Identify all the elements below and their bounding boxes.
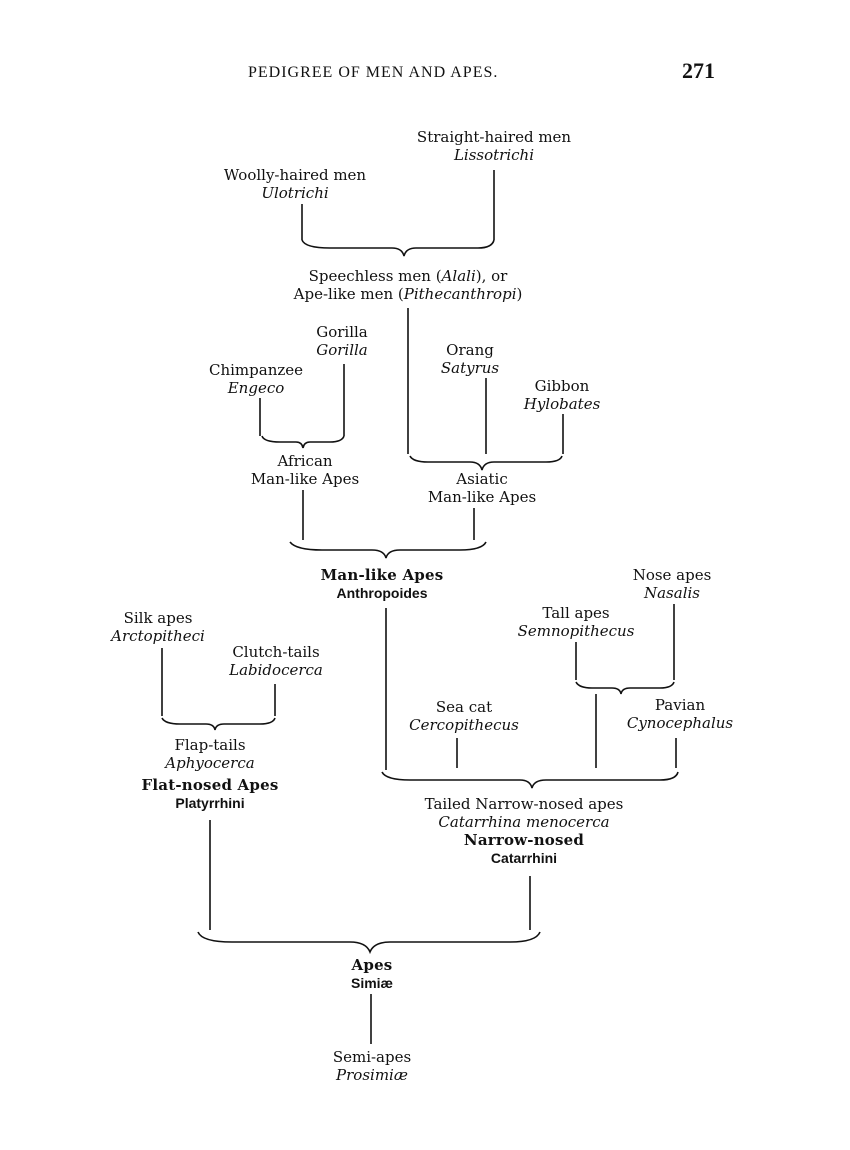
brace-nose-tall: [575, 681, 675, 695]
brace-humans: [301, 239, 495, 257]
node-sea-cat: Sea cat Cercopithecus: [409, 698, 519, 734]
node-gorilla: Gorilla Gorilla: [316, 323, 368, 359]
node-clutch-tails: Clutch-tails Labidocerca: [229, 643, 323, 679]
node-silk-apes: Silk apes Arctopitheci: [111, 609, 205, 645]
node-latin: Nasalis: [643, 584, 700, 602]
node-orang: Orang Satyrus: [441, 341, 499, 377]
node-nose-apes: Nose apes Nasalis: [633, 566, 712, 602]
speechless-line1-pre: Speechless men (: [308, 267, 442, 285]
node-group-name: Catarrhini: [490, 850, 558, 866]
node-name: Gorilla: [316, 323, 368, 341]
node-name: Pavian: [654, 696, 706, 714]
node-gothic-name: Flat-nosed Apes: [141, 776, 279, 794]
node-latin: Satyrus: [440, 359, 500, 377]
brace-asiatic: [409, 455, 563, 471]
speechless-line1-post: ), or: [475, 267, 508, 285]
node-african-man-like-apes: African Man-like Apes: [251, 452, 359, 488]
node-chimpanzee: Chimpanzee Engeco: [209, 361, 303, 397]
speechless-line2-post: ): [516, 285, 523, 303]
node-latin: Semnopithecus: [517, 622, 635, 640]
speechless-line2-pre: Ape-like men (: [293, 285, 404, 303]
node-group-name: Simiæ: [350, 975, 394, 991]
node-line2: Man-like Apes: [250, 470, 360, 488]
node-name: Tall apes: [542, 604, 610, 622]
node-group-name: Platyrrhini: [175, 795, 245, 811]
speechless-line1-latin: Alali: [441, 267, 476, 285]
node-latin: Catarrhina menocerca: [438, 813, 610, 831]
node-name: Clutch-tails: [232, 643, 320, 661]
node-latin: Cercopithecus: [409, 716, 519, 734]
node-flap-tails-platyrrhini: Flap-tails Aphyocerca Flat-nosed Apes Pl…: [142, 736, 279, 812]
node-name: Straight-haired men: [416, 128, 572, 146]
node-latin: Prosimiæ: [336, 1066, 408, 1084]
node-group-name: Anthropoides: [336, 585, 428, 601]
node-name: Semi-apes: [332, 1048, 412, 1066]
node-asiatic-man-like-apes: Asiatic Man-like Apes: [428, 470, 536, 506]
node-name: Tailed Narrow-nosed apes: [424, 795, 624, 813]
node-anthropoides: Man-like Apes Anthropoides: [321, 566, 444, 602]
node-name: Orang: [446, 341, 494, 359]
node-name: Silk apes: [123, 609, 193, 627]
speechless-line2-latin: Pithecanthropi: [403, 285, 517, 303]
node-gibbon: Gibbon Hylobates: [524, 377, 601, 413]
brace-flap-tails: [161, 717, 276, 731]
brace-apes: [197, 931, 541, 955]
running-header-title: PEDIGREE OF MEN AND APES.: [248, 64, 499, 81]
node-woolly-haired-men: Woolly-haired men Ulotrichi: [224, 166, 366, 202]
node-line1: Asiatic: [456, 470, 508, 488]
node-latin: Engeco: [227, 379, 285, 397]
node-latin: Hylobates: [523, 395, 601, 413]
node-tall-apes: Tall apes Semnopithecus: [518, 604, 635, 640]
node-gothic-name: Man-like Apes: [320, 566, 444, 584]
node-catarrhini: Tailed Narrow-nosed apes Catarrhina meno…: [425, 795, 624, 867]
brace-african: [261, 435, 345, 449]
brace-man-like: [289, 541, 487, 559]
node-name: Nose apes: [632, 566, 712, 584]
node-pavian: Pavian Cynocephalus: [627, 696, 733, 732]
node-name: Chimpanzee: [208, 361, 304, 379]
node-semi-apes: Semi-apes Prosimiæ: [333, 1048, 411, 1084]
node-latin: Aphyocerca: [165, 754, 255, 772]
node-simiae: Apes Simiæ: [351, 956, 393, 992]
node-latin: Gorilla: [316, 341, 368, 359]
node-name: Flap-tails: [174, 736, 246, 754]
node-name: Sea cat: [435, 698, 493, 716]
node-latin: Labidocerca: [229, 661, 323, 679]
brace-narrow-nosed: [381, 771, 679, 789]
node-latin: Arctopitheci: [111, 627, 205, 645]
node-speechless-men: Speechless men (Alali), or Ape-like men …: [294, 267, 523, 303]
node-name: Gibbon: [534, 377, 590, 395]
node-gothic-name: Apes: [351, 956, 393, 974]
page-number: 271: [682, 58, 715, 83]
node-line1: African: [277, 452, 333, 470]
node-latin: Lissotrichi: [453, 146, 535, 164]
node-name: Woolly-haired men: [223, 166, 367, 184]
node-gothic-name: Narrow-nosed: [463, 831, 585, 849]
node-straight-haired-men: Straight-haired men Lissotrichi: [417, 128, 571, 164]
node-latin: Cynocephalus: [626, 714, 734, 732]
node-line2: Man-like Apes: [427, 488, 537, 506]
node-latin: Ulotrichi: [261, 184, 329, 202]
